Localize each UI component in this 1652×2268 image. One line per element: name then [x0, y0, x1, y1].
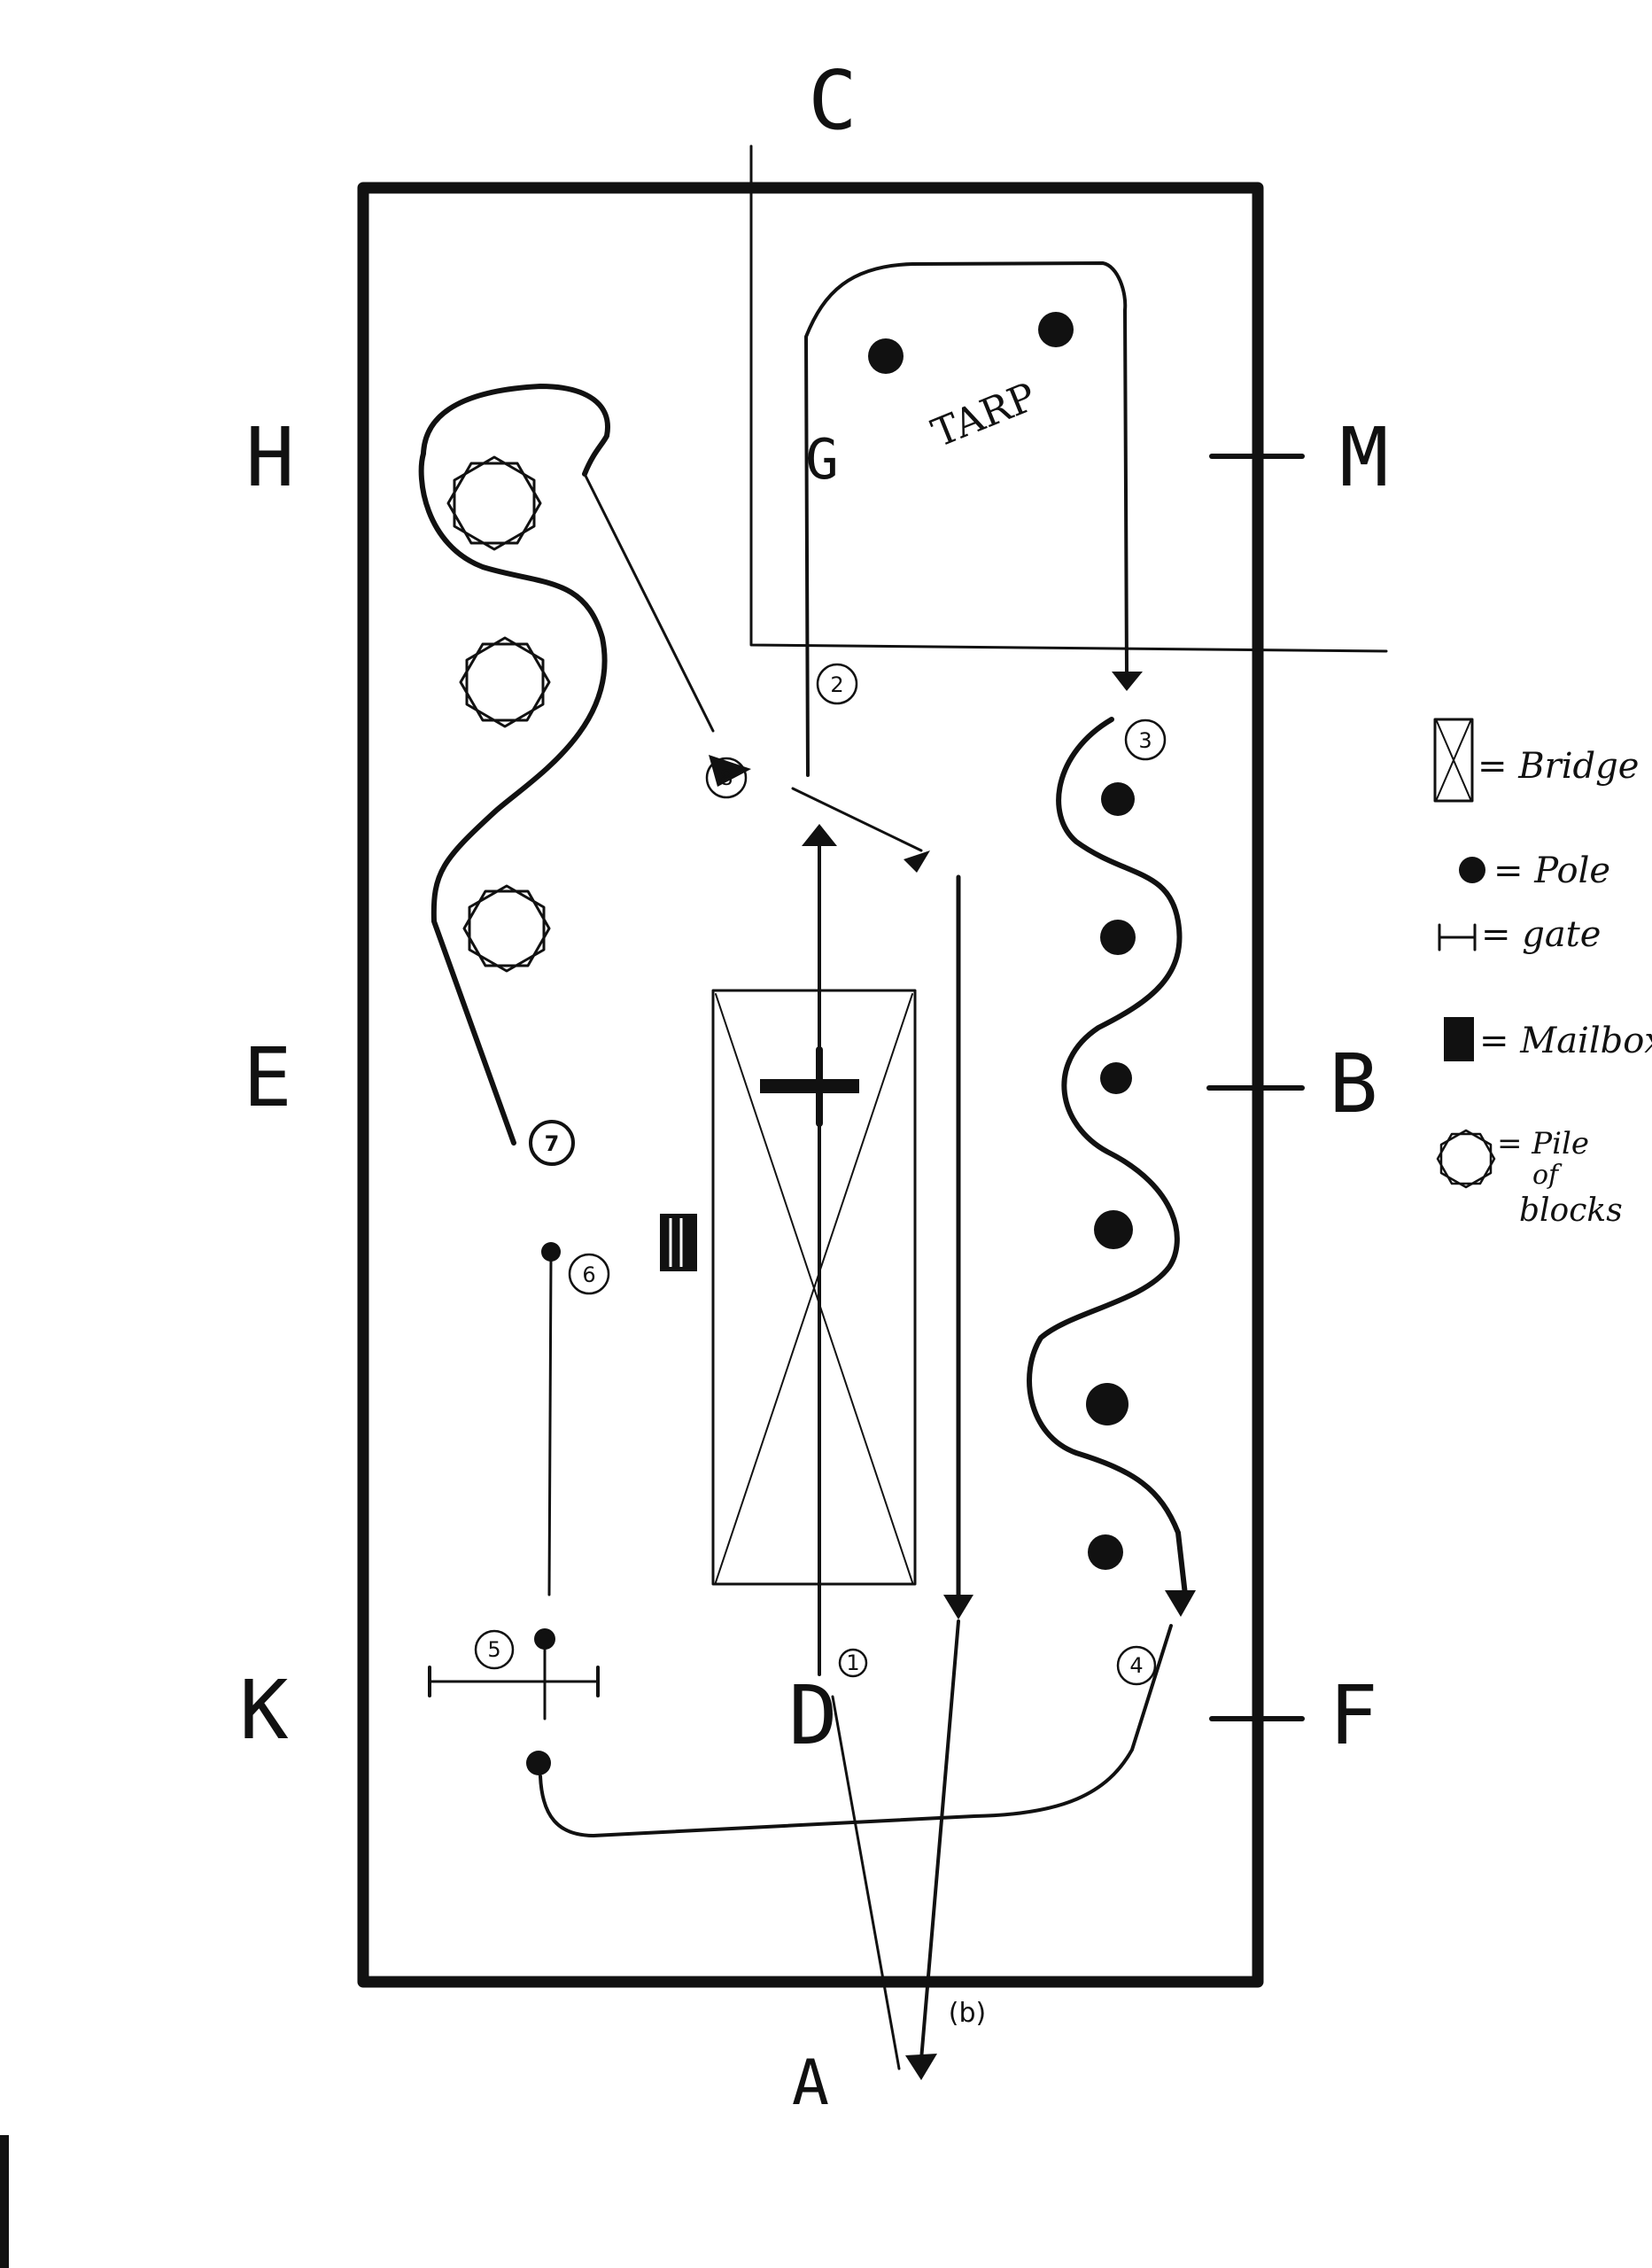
path-4-to-5	[539, 1624, 1173, 1837]
legend-pile-label-2: of	[1532, 1160, 1563, 1191]
marker-7: 7	[529, 1120, 575, 1166]
tarp-exit-arrow	[1112, 672, 1143, 691]
centerline-arrow-head	[802, 824, 837, 846]
svg-text:5: 5	[487, 1637, 500, 1662]
legend-pole-icon	[1459, 857, 1485, 883]
path-5-to-6	[547, 1256, 553, 1596]
legend-gate-icon	[1438, 923, 1477, 951]
marker-b: (b)	[949, 1998, 986, 2029]
svg-text:3: 3	[1138, 728, 1152, 753]
legend-bridge-label: = Bridge	[1477, 746, 1639, 787]
left-serpentine-path-to-8	[583, 472, 715, 733]
bridge-cross-2	[715, 993, 913, 1583]
letter-c: C	[808, 53, 857, 148]
marker-3: 3	[1124, 718, 1167, 761]
letter-b: B	[1329, 1037, 1377, 1131]
arrow-head-diagonal	[904, 850, 930, 873]
right-serpentine-arrow	[1165, 1590, 1196, 1617]
left-serpentine	[418, 384, 610, 1146]
pole-3	[1100, 1062, 1132, 1094]
mailbox	[660, 1214, 697, 1271]
svg-text:7: 7	[545, 1131, 560, 1156]
marker-1: 1	[838, 1648, 868, 1678]
exit-arrow-head	[905, 2054, 937, 2080]
pole-2	[1100, 920, 1136, 955]
marker-4: 4	[1116, 1645, 1157, 1686]
tarp-label: TARP	[926, 374, 1043, 456]
exit-path-1	[831, 1695, 901, 2070]
pole-1	[1101, 782, 1135, 816]
tarp-pole-2	[1038, 312, 1074, 347]
right-serpentine	[1027, 717, 1188, 1597]
arrow-head-8	[709, 755, 751, 787]
legend-pile-label-3: blocks	[1519, 1192, 1623, 1229]
tarp-pole-1	[868, 338, 904, 374]
letter-h: H	[245, 410, 294, 505]
marker-5: 5	[474, 1629, 515, 1670]
letter-f: F	[1329, 1668, 1377, 1763]
svg-text:8: 8	[719, 765, 733, 790]
legend-gate-label: = gate	[1481, 914, 1601, 955]
block-pile-2	[459, 636, 551, 728]
marker-6: 6	[568, 1253, 610, 1295]
centerline-halt-bar	[760, 1079, 859, 1093]
arena-boundary	[357, 182, 1264, 1988]
letter-a: A	[792, 2047, 829, 2119]
marker-8: 8	[705, 757, 748, 799]
scan-edge-mark	[0, 2135, 9, 2268]
cone-6	[541, 1242, 561, 1262]
svg-text:6: 6	[582, 1262, 595, 1287]
legend-bridge-icon	[1433, 718, 1474, 803]
legend-pile-label-1: = Pile	[1497, 1126, 1589, 1161]
cone-5b	[526, 1751, 551, 1775]
svg-text:4: 4	[1129, 1653, 1143, 1678]
svg-text:1: 1	[846, 1651, 859, 1675]
legend-pile-icon	[1436, 1129, 1496, 1189]
letter-k: K	[239, 1663, 289, 1758]
marker-2: 2	[816, 663, 858, 705]
diagonal-path-8	[791, 787, 923, 852]
pen-corner-lines	[749, 144, 1388, 653]
pole-6	[1088, 1534, 1123, 1570]
letter-e: E	[243, 1030, 291, 1125]
legend-mailbox-label: = Mailbox	[1479, 1021, 1652, 1061]
pole-5	[1086, 1383, 1128, 1425]
right-long-arrow	[943, 1595, 973, 1619]
exit-path-2	[919, 1619, 960, 2062]
legend-mailbox-icon	[1444, 1017, 1474, 1061]
letter-d: D	[788, 1668, 837, 1763]
block-pile-1	[446, 455, 542, 551]
bridge	[711, 989, 917, 1586]
gate-mark: G	[805, 427, 838, 492]
pole-4	[1094, 1210, 1133, 1249]
svg-text:2: 2	[830, 672, 843, 697]
legend-pole-label: = Pole	[1493, 850, 1610, 891]
block-pile-3	[462, 884, 551, 973]
tarp-enclosure	[804, 261, 1128, 777]
cone-5a	[534, 1628, 555, 1650]
legend: = Bridge = Pole = gate = Mailbox = Pile …	[1433, 718, 1652, 1229]
letter-m: M	[1339, 410, 1388, 505]
